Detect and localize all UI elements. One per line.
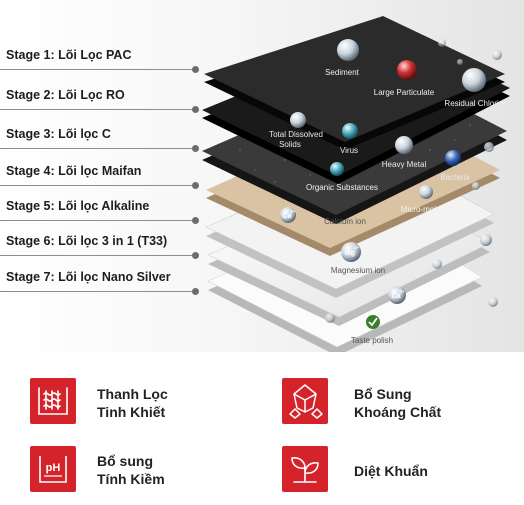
stage-3-leader-line	[0, 148, 196, 149]
layer-pac	[204, 16, 505, 150]
bubble-icon	[480, 234, 492, 246]
residual-chlorine-label: Residual Chlorine	[444, 99, 508, 108]
stage-5-dot	[192, 217, 199, 224]
large-particulate-label: Large Particulate	[374, 88, 435, 97]
stage-7-label: Stage 7: Lõi lọc Nano Silver	[6, 270, 171, 284]
stage-1-leader-line	[0, 69, 196, 70]
bubble-icon	[484, 142, 494, 152]
feature-minerals-label: Bổ Sung Khoáng Chất	[354, 386, 442, 420]
stage-4-leader-line	[0, 185, 196, 186]
magnesium-ion-icon	[341, 242, 361, 262]
organic-particle-icon	[330, 162, 344, 176]
stage-6-dot	[192, 252, 199, 259]
virus-label: Virus	[340, 146, 358, 155]
minerals-icon	[282, 378, 328, 424]
stage-7-leader-line	[0, 291, 196, 292]
stage-4-dot	[192, 182, 199, 189]
water-waves-icon	[30, 378, 76, 424]
bubble-icon	[488, 297, 498, 307]
stage-4-label: Stage 4: Lõi lọc Maifan	[6, 164, 142, 178]
mg-charge: 2+	[354, 245, 360, 250]
stage-6-label: Stage 6: Lõi lọc 3 in 1 (T33)	[6, 234, 168, 248]
stage-2-label: Stage 2: Lõi Lọc RO	[6, 88, 125, 102]
leaf-icon	[282, 446, 328, 492]
feature-alkaline-label: Bổ sung Tính Kiềm	[97, 453, 165, 487]
calcium-label: Calcium ion	[324, 217, 366, 226]
bubble-icon	[492, 50, 502, 60]
bubble-icon	[325, 313, 335, 323]
micro-particle-icon	[419, 185, 433, 199]
taste-check-icon	[366, 315, 380, 329]
tds-label-line2: Solids	[279, 140, 301, 149]
magnesium-label: Magnesium ion	[331, 266, 385, 275]
sediment-label: Sediment	[325, 68, 360, 77]
bacteria-particle-icon	[445, 150, 461, 166]
stage-2-dot	[192, 106, 199, 113]
stage-3-label: Stage 3: Lõi lọc C	[6, 127, 111, 141]
ca-symbol: Ca	[392, 293, 401, 300]
feature-purify-label: Thanh Lọc Tinh Khiết	[97, 386, 168, 420]
filter-layers-graphic: Sediment Large Particulate Residual Chlo…	[202, 16, 510, 352]
stage-5-leader-line	[0, 220, 196, 221]
calcium-ion-icon	[280, 207, 296, 223]
mg-symbol: Mg	[345, 250, 355, 257]
bubble-icon	[438, 39, 446, 47]
stage-2-leader-line	[0, 109, 196, 110]
residual-chlorine-icon	[462, 68, 486, 92]
heavy-metal-particle-icon	[395, 136, 413, 154]
large-particulate-icon	[397, 60, 417, 80]
ca-charge: 2+	[290, 209, 296, 214]
micro-label: Micro-molecules	[401, 205, 459, 214]
bacteria-label: Bacteria	[440, 173, 470, 182]
tds-label-line1: Total Dissolved	[269, 130, 323, 139]
filter-stages-illustration: Sediment Large Particulate Residual Chlo…	[0, 0, 524, 352]
sediment-particle-icon	[337, 39, 359, 61]
heavy-metal-label: Heavy Metal	[382, 160, 427, 169]
ph-icon: pH	[30, 446, 76, 492]
organic-label: Organic Substances	[306, 183, 378, 192]
stage-6-leader-line	[0, 255, 196, 256]
ph-text: pH	[46, 462, 61, 474]
ca-charge: 2+	[399, 289, 405, 294]
bubble-icon	[457, 59, 463, 65]
stage-3-dot	[192, 145, 199, 152]
tds-particle-icon	[290, 112, 306, 128]
virus-particle-icon	[342, 123, 358, 139]
stage-5-label: Stage 5: Lõi lọc Alkaline	[6, 199, 150, 213]
stage-1-label: Stage 1: Lõi Lọc PAC	[6, 48, 132, 62]
stage-7-dot	[192, 288, 199, 295]
bubble-icon	[472, 182, 480, 190]
taste-polish-label: Taste polish	[351, 336, 393, 345]
bubble-icon	[432, 259, 442, 269]
stage-1-dot	[192, 66, 199, 73]
calcium-ion-icon	[388, 286, 406, 304]
feature-antibacterial-label: Diệt Khuẩn	[354, 463, 428, 479]
ca-symbol: Ca	[283, 213, 292, 220]
